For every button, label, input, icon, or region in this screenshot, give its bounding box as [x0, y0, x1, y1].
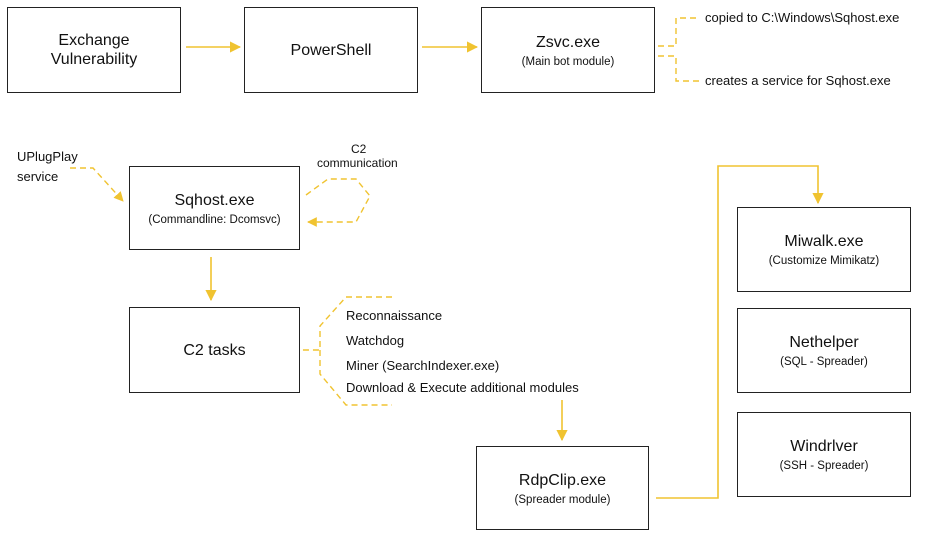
sqhost-subtitle: (Commandline: Dcomsvc) — [148, 213, 281, 226]
zsvc-subtitle: (Main bot module) — [521, 55, 615, 68]
c2-tasks-box: C2 tasks — [129, 307, 300, 393]
zsvc-branch-connector — [658, 17, 700, 47]
zsvc-branch-connector-2 — [658, 55, 700, 82]
powershell-title: PowerShell — [290, 41, 372, 59]
sqhost-title: Sqhost.exe — [174, 191, 255, 209]
creates-service-note: creates a service for Sqhost.exe — [705, 73, 891, 88]
task-item: Reconnaissance — [346, 308, 443, 323]
exchange-title-line1: Exchange — [58, 32, 130, 49]
task-item: Watchdog — [346, 333, 405, 348]
nethelper-subtitle: (SQL - Spreader) — [780, 356, 868, 368]
rdpclip-subtitle: (Spreader module) — [514, 493, 611, 506]
miwalk-box: Miwalk.exe (Customize Mimikatz) — [737, 207, 911, 292]
windrlver-box: Windrlver (SSH - Spreader) — [737, 412, 911, 497]
exchange-title-line2: Vulnerability — [50, 51, 138, 68]
c2-tasks-title: C2 tasks — [183, 341, 246, 359]
rdpclip-title: RdpClip.exe — [518, 471, 607, 489]
c2-communication-loop — [305, 178, 371, 227]
c2-communication-label-line1: C2 — [351, 142, 367, 156]
windrlver-title: Windrlver — [790, 438, 858, 455]
task-item: Download & Execute additional modules — [346, 380, 579, 395]
zsvc-title: Zsvc.exe — [535, 33, 600, 51]
c2-tasks-brace — [302, 296, 392, 351]
copied-note: copied to C:\Windows\Sqhost.exe — [705, 10, 900, 25]
sqhost-box: Sqhost.exe (Commandline: Dcomsvc) — [129, 166, 300, 250]
miwalk-subtitle: (Customize Mimikatz) — [768, 255, 880, 267]
nethelper-box: Nethelper (SQL - Spreader) — [737, 308, 911, 393]
zsvc-box: Zsvc.exe (Main bot module) — [481, 7, 655, 93]
uplugplay-label-line1: UPlugPlay — [17, 149, 78, 164]
nethelper-title: Nethelper — [789, 334, 859, 351]
c2-tasks-brace-2 — [319, 350, 392, 406]
rdpclip-box: RdpClip.exe (Spreader module) — [476, 446, 649, 530]
powershell-box: PowerShell — [244, 7, 418, 93]
exchange-vulnerability-box: Exchange Vulnerability — [7, 7, 181, 93]
miwalk-title: Miwalk.exe — [784, 233, 864, 250]
task-item: Miner (SearchIndexer.exe) — [346, 358, 500, 373]
arrow-rdpclip-to-miwalk — [656, 165, 824, 499]
c2-communication-label-line2: communication — [317, 156, 398, 170]
uplugplay-label-line2: service — [17, 169, 59, 184]
windrlver-subtitle: (SSH - Spreader) — [779, 460, 869, 472]
arrow-uplugplay-to-sqhost — [70, 167, 124, 202]
